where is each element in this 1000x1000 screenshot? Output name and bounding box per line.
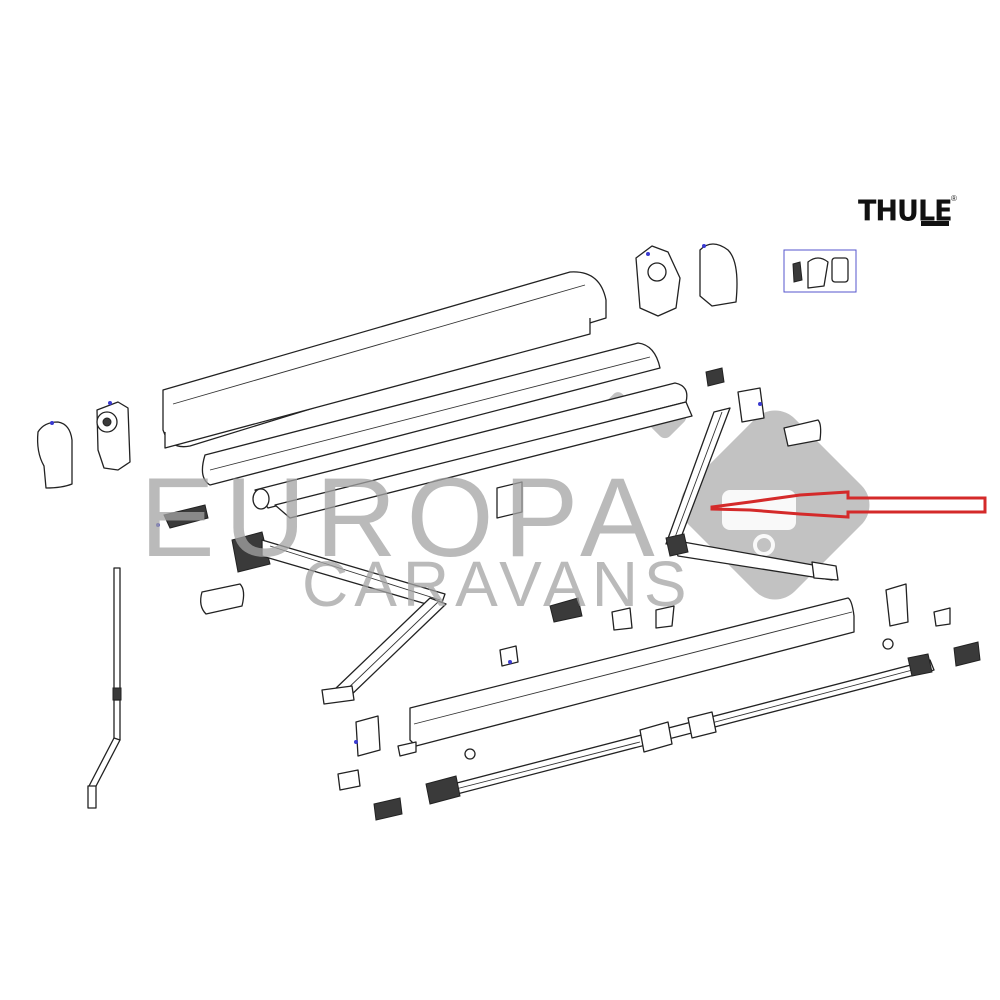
arm-left[interactable] [231,531,447,705]
watermark-line1: EUROPA [140,455,665,580]
gearbox-left[interactable] [96,401,131,471]
rail-end-right[interactable] [882,583,981,667]
clip-right-arm[interactable] [783,419,822,447]
fabric-guide-profile[interactable] [201,342,661,486]
roller-tube[interactable] [252,382,693,519]
end-bracket-right[interactable] [635,245,681,317]
highlight-arrow [710,490,987,519]
front-rail[interactable] [397,597,855,757]
registered-mark: ® [951,194,957,203]
arm-right[interactable] [665,367,839,581]
small-clips[interactable] [499,597,675,667]
watermark-line2: CARAVANS [302,548,693,620]
rail-end-left[interactable] [337,715,403,821]
crank-handle[interactable] [87,567,122,809]
end-cap-left[interactable] [36,421,73,489]
brand-sub-bar [921,221,949,226]
end-cap-right[interactable] [699,243,738,307]
accessory-kit-box[interactable] [783,249,857,293]
connector-left[interactable] [156,504,209,529]
cassette-housing-profile[interactable] [162,271,607,449]
support-leg[interactable] [425,653,935,805]
clip-left-arm[interactable] [200,583,245,615]
